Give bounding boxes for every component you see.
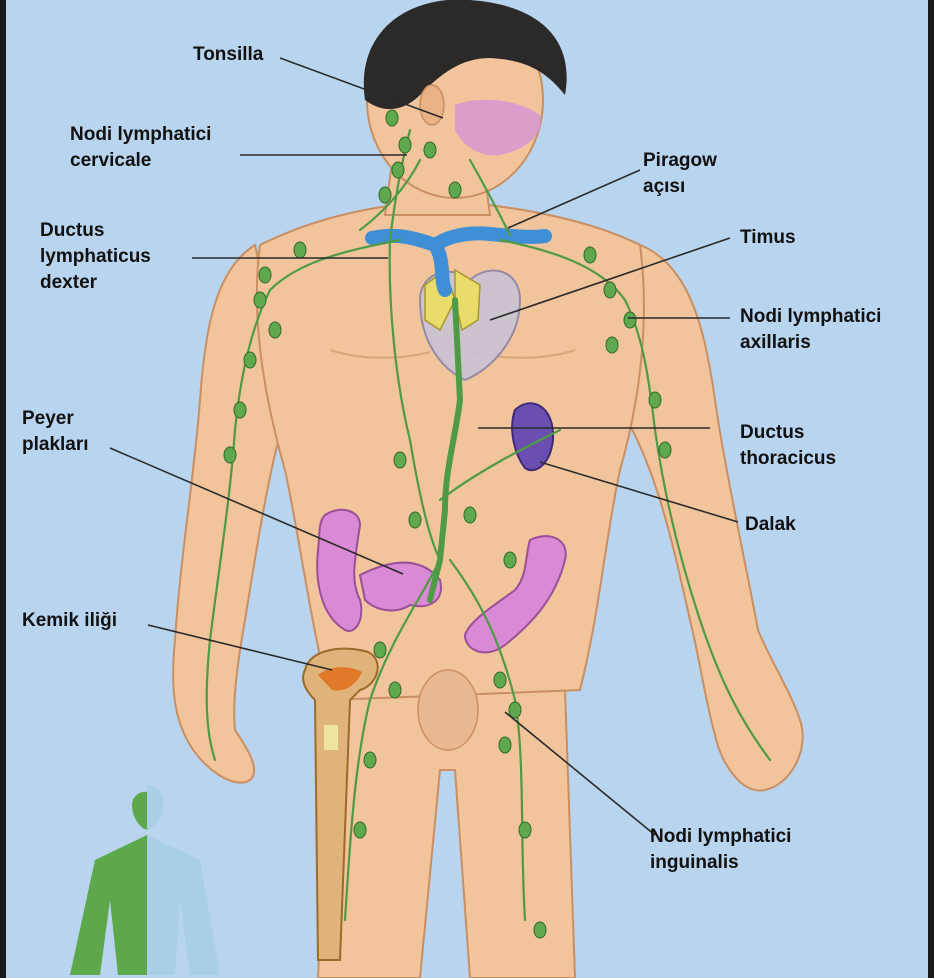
label-dexter-line3: dexter bbox=[40, 272, 98, 293]
left-edge-strip bbox=[0, 0, 6, 978]
lymph-node bbox=[504, 552, 516, 568]
lymph-node bbox=[606, 337, 618, 353]
lymph-node bbox=[389, 682, 401, 698]
lymph-node bbox=[244, 352, 256, 368]
lymph-node bbox=[374, 642, 386, 658]
lymph-node bbox=[379, 187, 391, 203]
lymph-node bbox=[659, 442, 671, 458]
lymph-node bbox=[224, 447, 236, 463]
lymph-node bbox=[364, 752, 376, 768]
lymph-node bbox=[392, 162, 404, 178]
lymph-node bbox=[234, 402, 246, 418]
label-inguinalis-line1: Nodi lymphatici bbox=[650, 826, 791, 847]
lymph-node bbox=[464, 507, 476, 523]
lymph-node bbox=[354, 822, 366, 838]
label-dexter-line2: lymphaticus bbox=[40, 246, 151, 267]
label-piragow-line2: açısı bbox=[643, 176, 685, 197]
label-thoracicus-line2: thoracicus bbox=[740, 448, 836, 469]
lymph-node bbox=[259, 267, 271, 283]
lymph-node bbox=[399, 137, 411, 153]
label-peyer-line1: Peyer bbox=[22, 408, 74, 429]
ileum-peyer bbox=[360, 563, 441, 611]
lymph-node bbox=[519, 822, 531, 838]
label-cervicale-line2: cervicale bbox=[70, 150, 151, 171]
label-timus: Timus bbox=[740, 227, 796, 248]
lymph-node bbox=[499, 737, 511, 753]
lymph-node bbox=[409, 512, 421, 528]
lymph-node bbox=[509, 702, 521, 718]
label-dalak: Dalak bbox=[745, 514, 796, 535]
label-dexter-line1: Ductus bbox=[40, 220, 104, 241]
label-inguinalis-line2: inguinalis bbox=[650, 852, 739, 873]
lymph-node bbox=[269, 322, 281, 338]
lymph-node bbox=[624, 312, 636, 328]
ear bbox=[420, 85, 444, 125]
label-kemik: Kemik iliği bbox=[22, 610, 117, 631]
lymph-node bbox=[386, 110, 398, 126]
lymph-node bbox=[649, 392, 661, 408]
lymph-node bbox=[584, 247, 596, 263]
label-thoracicus-line1: Ductus bbox=[740, 422, 804, 443]
label-axillaris-line2: axillaris bbox=[740, 332, 811, 353]
label-tonsilla: Tonsilla bbox=[193, 44, 264, 65]
label-piragow-line1: Piragow bbox=[643, 150, 717, 171]
lymph-node bbox=[394, 452, 406, 468]
label-cervicale-line1: Nodi lymphatici bbox=[70, 124, 211, 145]
right-edge-strip bbox=[928, 0, 934, 978]
lymph-node bbox=[294, 242, 306, 258]
lymph-node bbox=[449, 182, 461, 198]
lymph-node bbox=[424, 142, 436, 158]
lymph-node bbox=[494, 672, 506, 688]
label-axillaris-line1: Nodi lymphatici bbox=[740, 306, 881, 327]
label-peyer-line2: plakları bbox=[22, 434, 89, 455]
lymph-node bbox=[254, 292, 266, 308]
lymph-node bbox=[534, 922, 546, 938]
genital-region bbox=[418, 670, 478, 750]
bone-marrow-cavity bbox=[324, 725, 338, 750]
lymph-node bbox=[604, 282, 616, 298]
